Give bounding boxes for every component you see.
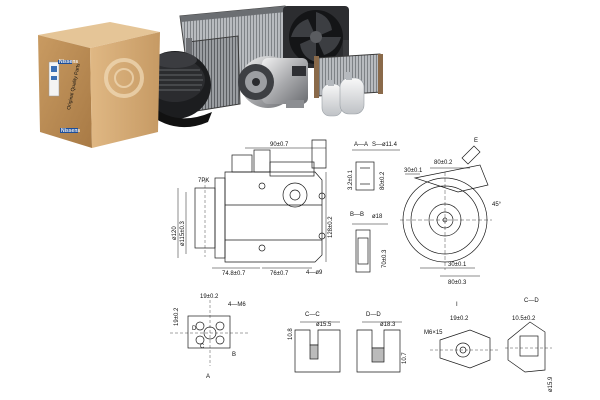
drawing-labels: 7PK 90±0.7 ø120 ø115±0.3 128±0.2 74.8±0.… <box>172 138 554 392</box>
section-cc <box>294 321 341 373</box>
label-dim-183: ø18.3 <box>380 322 396 328</box>
compressor-side-view <box>177 139 327 269</box>
label-dim-80b: 80±0.3 <box>448 280 467 286</box>
label-dim-19a: 19±0.2 <box>174 307 180 326</box>
radiator-fan-image <box>283 6 349 68</box>
label-dim-70: 70±0.3 <box>382 249 388 268</box>
label-dim-80a-e: 80±0.2 <box>434 160 453 166</box>
detail-view-a <box>170 300 248 366</box>
label-dim-30b: 30±0.1 <box>448 262 467 268</box>
label-dim-159: ø15.9 <box>548 376 554 392</box>
label-dim-45: 45° <box>492 202 502 208</box>
label-dim-108: 10.8 <box>288 328 294 340</box>
label-dim-115: ø115±0.3 <box>180 220 186 246</box>
receiver-drier-image <box>321 72 365 117</box>
section-bb <box>352 223 388 273</box>
label-dim-m6: 4—M6 <box>228 302 246 308</box>
label-dim-76: 76±0.7 <box>270 271 289 277</box>
detail-view-i <box>430 329 498 369</box>
technical-drawing <box>170 139 552 373</box>
label-section-aa: A—A <box>354 142 368 148</box>
label-dim-b: B <box>232 352 236 358</box>
label-dim-748: 74.8±0.7 <box>222 271 246 277</box>
label-section-cc: C—C <box>305 312 320 318</box>
parts-collage: Nissens Original Quality Parts Nissens <box>38 5 383 148</box>
label-section-dd: D—D <box>366 312 381 318</box>
label-view-a: A <box>206 374 210 380</box>
label-view-i: I <box>456 302 458 308</box>
label-section-bb: B—B <box>350 212 364 218</box>
label-dim-155: ø15.5 <box>316 322 332 328</box>
label-dim-18: ø18 <box>372 214 383 220</box>
compressor-photo <box>238 56 308 108</box>
label-dim-105: 10.5±0.2 <box>512 316 536 322</box>
label-dim-s11: S—ø11.4 <box>372 142 398 148</box>
label-dim-c: C <box>200 344 205 350</box>
label-dim-cd: C—D <box>524 298 539 304</box>
label-dim-120: ø120 <box>172 226 178 240</box>
label-view-e: E <box>474 138 478 144</box>
box-bottom-brand: Nissens <box>61 128 80 134</box>
detail-view-fitting <box>505 321 552 373</box>
label-dim-107: 10.7 <box>402 352 408 364</box>
label-dim-d: D <box>192 326 197 332</box>
label-dim-32: 3.2±0.1 <box>348 169 354 190</box>
label-dim-49: 4—ø9 <box>306 270 323 276</box>
label-dim-19b: 19±0.2 <box>200 294 219 300</box>
label-dim-90: 90±0.7 <box>270 142 289 148</box>
section-dd <box>356 321 402 373</box>
view-e-front <box>400 145 492 277</box>
label-dim-19c: 19±0.2 <box>450 316 469 322</box>
section-aa <box>352 149 400 191</box>
label-dim-30a: 30±0.1 <box>404 168 423 174</box>
label-dim-m6x15: M6×15 <box>424 330 443 336</box>
label-pk: 7PK <box>198 178 209 184</box>
packaging-box: Nissens Original Quality Parts Nissens <box>38 22 160 148</box>
label-dim-128: 128±0.2 <box>328 216 334 238</box>
box-brand-label: Nissens <box>59 59 78 65</box>
label-dim-80a: 80±0.2 <box>380 171 386 190</box>
